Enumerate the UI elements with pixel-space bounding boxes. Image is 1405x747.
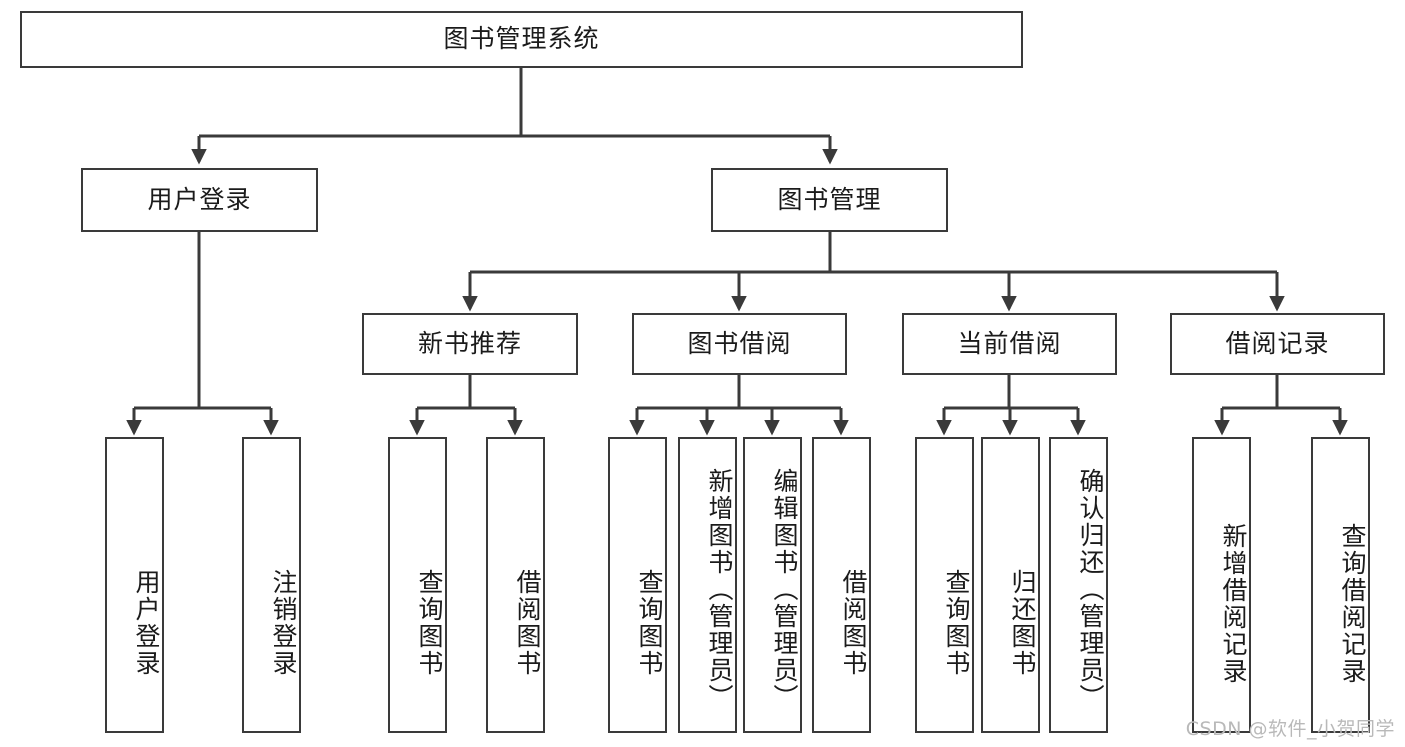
node-root-library-management-system[interactable]: 图书管理系统 [20, 11, 1023, 68]
leaf-book-borrow-edit-book-admin[interactable]: 编辑图书（管理员） [743, 437, 802, 733]
leaf-book-borrow-query-books[interactable]: 查询图书 [608, 437, 667, 733]
leaf-borrow-record-add-record[interactable]: 新增借阅记录 [1192, 437, 1251, 733]
node-book-borrowing[interactable]: 图书借阅 [632, 313, 847, 375]
leaf-new-book-borrow-books[interactable]: 借阅图书 [486, 437, 545, 733]
leaf-book-borrow-add-book-admin[interactable]: 新增图书（管理员） [678, 437, 737, 733]
leaf-current-borrow-query-books[interactable]: 查询图书 [915, 437, 974, 733]
node-current-borrowing[interactable]: 当前借阅 [902, 313, 1117, 375]
node-borrowing-record[interactable]: 借阅记录 [1170, 313, 1385, 375]
leaf-current-borrow-confirm-return-admin[interactable]: 确认归还（管理员） [1049, 437, 1108, 733]
leaf-new-book-query-books[interactable]: 查询图书 [388, 437, 447, 733]
csdn-watermark: CSDN @软件_小贺同学 [1185, 718, 1395, 740]
node-new-book-recommendation[interactable]: 新书推荐 [362, 313, 578, 375]
node-user-login[interactable]: 用户登录 [81, 168, 318, 232]
leaf-user-login-login[interactable]: 用户登录 [105, 437, 164, 733]
node-book-management[interactable]: 图书管理 [711, 168, 948, 232]
leaf-borrow-record-query-record[interactable]: 查询借阅记录 [1311, 437, 1370, 733]
leaf-user-login-logout[interactable]: 注销登录 [242, 437, 301, 733]
leaf-current-borrow-return-books[interactable]: 归还图书 [981, 437, 1040, 733]
leaf-book-borrow-borrow-books[interactable]: 借阅图书 [812, 437, 871, 733]
